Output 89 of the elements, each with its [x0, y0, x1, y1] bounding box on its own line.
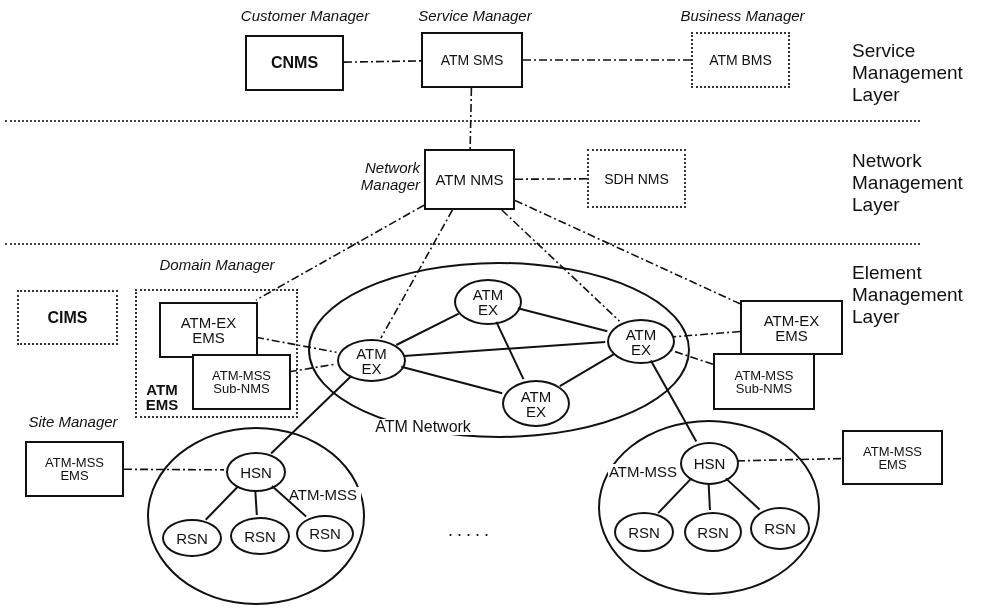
dash-dot-link [343, 60, 422, 63]
manager-box [245, 35, 344, 91]
node-label: ATM-MSS EMS [862, 444, 923, 471]
layer-label: Element Management Layer [852, 262, 964, 328]
manager-box [424, 149, 515, 210]
dash-dot-link [255, 204, 425, 301]
node-ellipse [502, 380, 570, 427]
node-label: ATM-EX EMS [179, 315, 238, 345]
node-label: RSN [697, 524, 729, 540]
dash-dot-link [380, 209, 454, 339]
manager-box [421, 32, 523, 88]
node-label: RSN [628, 524, 660, 540]
node-ellipse [296, 515, 354, 552]
link-line [254, 489, 258, 516]
dash-dot-link [671, 330, 741, 338]
link-line [707, 482, 711, 511]
link-line [270, 485, 308, 518]
link-line [558, 353, 615, 388]
node-label: SDH NMS [604, 171, 669, 186]
node-label: HSN [693, 456, 726, 471]
node-ellipse [230, 517, 290, 555]
node-label: ATM EX [519, 388, 553, 419]
ellipsis-label: ..... [448, 520, 493, 541]
role-label: Service Manager [417, 8, 533, 25]
role-label: Business Manager [679, 8, 806, 25]
manager-box [713, 353, 815, 410]
dash-dot-link [668, 348, 714, 366]
node-ellipse [308, 262, 690, 438]
link-line [724, 477, 761, 511]
dash-dot-link [501, 209, 621, 322]
role-label: Site Manager [27, 414, 119, 431]
link-line [516, 307, 609, 333]
node-ellipse [680, 442, 739, 485]
dash-dot-link [736, 457, 843, 462]
node-label: ATM EX [471, 287, 505, 317]
role-label: Domain Manager [158, 257, 276, 274]
dash-dot-link [522, 59, 692, 61]
manager-box [159, 302, 258, 358]
link-line [204, 485, 239, 521]
link-line [649, 359, 698, 443]
layer-label: Network Management Layer [852, 150, 964, 216]
node-label: ATM EX [355, 345, 388, 376]
link-line [400, 365, 504, 395]
node-ellipse [226, 452, 286, 492]
manager-box [25, 441, 124, 497]
node-ellipse [614, 512, 674, 552]
manager-box [842, 430, 943, 485]
node-ellipse [598, 420, 820, 595]
node-label: CIMS [47, 309, 88, 326]
dotted-box [17, 290, 118, 345]
node-label: RSN [244, 528, 276, 544]
link-line [402, 340, 607, 358]
node-ellipse [607, 319, 675, 364]
dash-dot-link [469, 87, 473, 150]
manager-box [740, 300, 843, 355]
node-label: RSN [764, 521, 796, 536]
node-ellipse [454, 279, 522, 325]
dotted-box [691, 32, 790, 88]
node-label: HSN [240, 464, 272, 480]
layer-label: Service Management Layer [852, 40, 964, 106]
node-ellipse [684, 512, 742, 552]
node-label: ATM EX [624, 326, 658, 357]
node-ellipse [147, 427, 365, 605]
link-line [495, 320, 525, 381]
domain-group-box [135, 289, 298, 418]
node-label: ATM-MSS Sub-NMS [733, 368, 795, 395]
dash-dot-link [514, 199, 741, 305]
role-label: Network Manager [359, 160, 420, 193]
node-ellipse [750, 507, 810, 550]
dash-dot-link [514, 178, 588, 181]
node-label: ATM-EX EMS [762, 312, 821, 343]
node-label: ATM BMS [709, 53, 772, 67]
role-label: Customer Manager [239, 8, 371, 25]
node-label: RSN [309, 526, 341, 541]
dash-dot-link [123, 468, 225, 471]
link-line [395, 312, 460, 346]
node-label: CNMS [270, 55, 319, 71]
manager-box [192, 354, 291, 410]
node-label: ATM NMS [435, 172, 504, 187]
node-label: ATM-MSS Sub-NMS [211, 369, 272, 395]
node-ellipse [162, 519, 222, 557]
dotted-box [587, 149, 686, 208]
link-line [657, 478, 692, 515]
node-label: ATM-MSS EMS [44, 456, 105, 482]
link-line [270, 375, 352, 455]
node-ellipse [337, 339, 406, 382]
node-label: ATM-MSS [608, 464, 678, 479]
node-label: ATM SMS [440, 53, 504, 67]
node-label: RSN [176, 530, 208, 546]
